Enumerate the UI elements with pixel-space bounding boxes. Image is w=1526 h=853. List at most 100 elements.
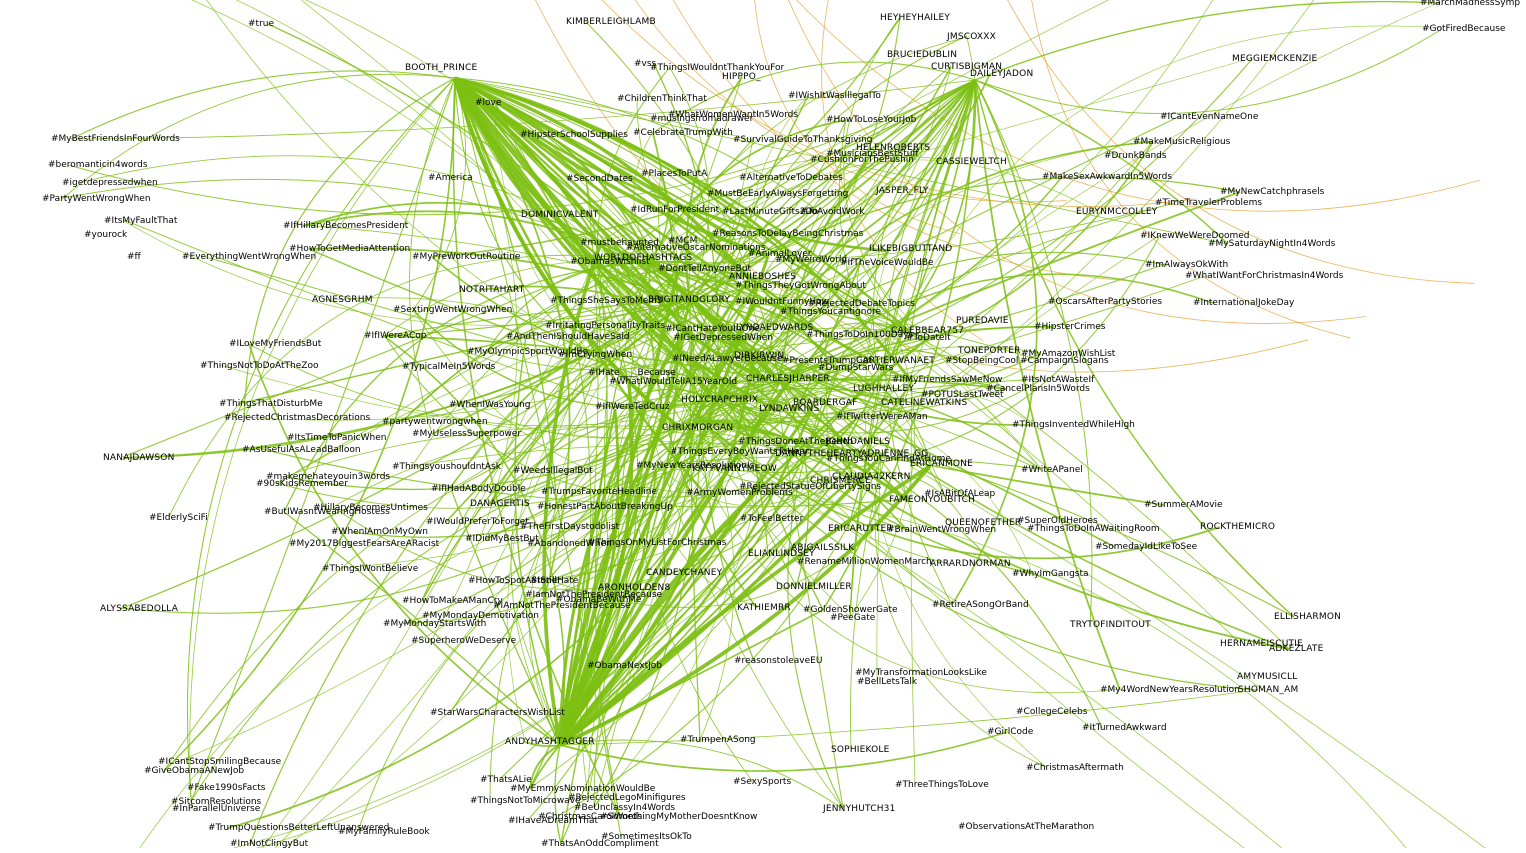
edge-peripheral bbox=[633, 131, 654, 248]
node-label-childrenthinkthat: #ChildrenThinkThat bbox=[617, 94, 707, 104]
node-label-calebbear757: CALEBBEAR757 bbox=[891, 326, 964, 336]
edge-hub bbox=[677, 79, 976, 270]
node-label-imalwaysokwith: #ImAlwaysOkWith bbox=[1145, 260, 1228, 270]
node-label-alternativeoscarnominations: #AlternativeOscarNominations bbox=[626, 243, 766, 253]
node-label-icantstopsmilingbecause: #ICantStopSmilingBecause bbox=[158, 757, 282, 767]
edge-hub bbox=[648, 261, 758, 609]
node-label-jmscoxxx: JMSCOXXX bbox=[946, 32, 996, 42]
edge-peripheral bbox=[614, 263, 1166, 407]
node-label-fameonyoubitch: FAMEONYOUBITCH bbox=[889, 495, 975, 505]
edge-hub bbox=[849, 79, 976, 619]
node-label-writeapanel: #WriteAPanel bbox=[1021, 465, 1083, 475]
node-label-somethingmymotherdoesntknow: #SomethingMyMotherDoesntKnow bbox=[600, 812, 757, 822]
edge-hub bbox=[350, 381, 781, 538]
edge-hub bbox=[510, 354, 579, 746]
edge-peripheral bbox=[617, 239, 689, 588]
node-label-helenroberts: HELENROBERTS bbox=[856, 143, 930, 153]
edge-hub bbox=[122, 299, 691, 459]
edge-heavy bbox=[559, 332, 912, 746]
edge-hub bbox=[849, 79, 976, 619]
edge-hub bbox=[689, 299, 701, 741]
node-label-howtoloseyourjob: #HowToLoseYourJob bbox=[826, 115, 917, 125]
edge-heavy bbox=[454, 76, 796, 263]
node-label-agnesgrhm: AGNESGRHM bbox=[312, 295, 373, 305]
edge-peripheral bbox=[494, 101, 609, 373]
node-label-hipstercrimes: #HipsterCrimes bbox=[1034, 322, 1106, 332]
edge-hub bbox=[966, 36, 976, 81]
node-label-ellisharmon: ELLISHARMON bbox=[1274, 612, 1341, 622]
edge-heavy bbox=[558, 303, 757, 746]
edge-peripheral bbox=[275, 366, 839, 509]
edge-hub bbox=[559, 689, 1259, 746]
edge-peripheral bbox=[691, 210, 821, 359]
node-label-iknewweweredoomed: #IKnewWeWereDoomed bbox=[1140, 231, 1250, 241]
node-label-mustbehaunted: #mustbehaunted bbox=[580, 238, 659, 248]
edge-peripheral bbox=[607, 325, 1055, 373]
node-label-brainwentwrongwhen: #BrainWentWrongWhen bbox=[887, 525, 996, 535]
node-label-presentstrumpgot: #PresentsTrumpGot bbox=[782, 356, 873, 366]
node-label-ifthevoicewouldbe: #IfTheVoiceWouldBe bbox=[840, 258, 934, 268]
node-label-candeychaney: CANDEYCHANEY bbox=[646, 568, 723, 578]
node-label-whyimgangsta: #WhyImGangsta bbox=[1012, 569, 1089, 579]
edge-peripheral bbox=[758, 475, 853, 496]
edge-hub bbox=[757, 79, 976, 443]
edge-hub bbox=[559, 354, 592, 746]
node-label-beromanticin4words: #beromanticin4words bbox=[48, 160, 148, 170]
node-label-puredavie: PUREDAVIE bbox=[956, 316, 1009, 326]
node-label-rejectedchristmasdecorations: #RejectedChristmasDecorations bbox=[224, 413, 370, 423]
node-label-kathiemrr: KATHIEMRR bbox=[737, 603, 791, 613]
edge-peripheral bbox=[778, 407, 844, 809]
edge-peripheral bbox=[529, 479, 831, 789]
node-label-sitcomresolutions: #SitcomResolutions bbox=[171, 797, 262, 807]
node-label-everythingwentwrongwhen: #EverythingWentWrongWhen bbox=[182, 252, 316, 262]
edge-outer bbox=[135, 443, 827, 853]
node-label-iamnotthepresidentbecause: #IamNotThePresidentBecause bbox=[525, 590, 663, 600]
edge-peripheral bbox=[677, 159, 1097, 269]
edge-peripheral bbox=[285, 426, 796, 477]
edge-hub bbox=[649, 260, 756, 287]
edge-heavy bbox=[454, 76, 733, 238]
edge-hub bbox=[649, 119, 847, 263]
edge-heavy bbox=[453, 77, 683, 432]
node-label-thingseveryboywantstohear: #ThingsEveryBoyWantsToHear bbox=[670, 447, 809, 457]
node-label-daileyjadon: DAILEYJADON bbox=[970, 69, 1033, 79]
node-label-thingsiwontbelieve: #ThingsIWontBelieve bbox=[322, 564, 419, 574]
node-label-jasper-fly: JASPER_FLY bbox=[875, 186, 929, 196]
node-label-summeramovie: #SummerAMovie bbox=[1144, 500, 1223, 510]
edge-peripheral bbox=[614, 349, 979, 408]
edge-peripheral bbox=[684, 327, 910, 500]
edge-peripheral bbox=[681, 65, 952, 428]
node-label-mypreworkoutroutine: #MyPreWorkOutRoutine bbox=[412, 252, 521, 262]
edge-peripheral bbox=[122, 246, 647, 458]
edge-hub bbox=[514, 336, 561, 746]
edge-hub bbox=[484, 399, 716, 540]
edge-peripheral bbox=[603, 371, 609, 543]
edge-hub bbox=[494, 102, 651, 263]
edge-hub bbox=[430, 77, 518, 642]
edge-hub bbox=[689, 337, 701, 421]
edge-hub bbox=[699, 402, 902, 440]
edge-heavy bbox=[542, 244, 602, 746]
node-label-drunkbands: #DrunkBands bbox=[1104, 151, 1167, 161]
node-label-heyheyhailey: HEYHEYHAILEY bbox=[880, 13, 950, 23]
edge-hub bbox=[468, 381, 781, 439]
node-label-observationsatthemarathon: #ObservationsAtTheMarathon bbox=[958, 822, 1094, 832]
node-label-peegate: #PeeGate bbox=[830, 613, 876, 623]
node-label-trytofinditout: TRYTOFINDITOUT bbox=[1069, 620, 1151, 630]
node-label-partywentwrongwhen: #PartyWentWrongWhen bbox=[42, 194, 151, 204]
node-label-toneporter: TONEPORTER bbox=[957, 346, 1021, 356]
node-label-worldofhashtags: WORLDOFHASHTAGS bbox=[594, 253, 692, 263]
node-label-elianlindsey: ELIANLINDSEY bbox=[748, 549, 815, 559]
edge-hub bbox=[689, 299, 874, 390]
edge-peripheral bbox=[874, 452, 1047, 768]
node-label-weedsillegalbut: #WeedsIllegalBut bbox=[513, 466, 593, 476]
edge-secondary bbox=[788, 0, 1367, 324]
edge-peripheral bbox=[748, 94, 809, 302]
edge-hub bbox=[122, 79, 976, 459]
edge-peripheral bbox=[700, 398, 797, 587]
edge-hub bbox=[559, 609, 824, 746]
node-label-beunclassyin4words: #BeUnclassyIn4Words bbox=[574, 803, 675, 813]
edge-peripheral bbox=[765, 322, 912, 379]
edge-peripheral bbox=[532, 260, 601, 471]
node-label-ihate-because: #IHate____Because bbox=[588, 368, 676, 378]
